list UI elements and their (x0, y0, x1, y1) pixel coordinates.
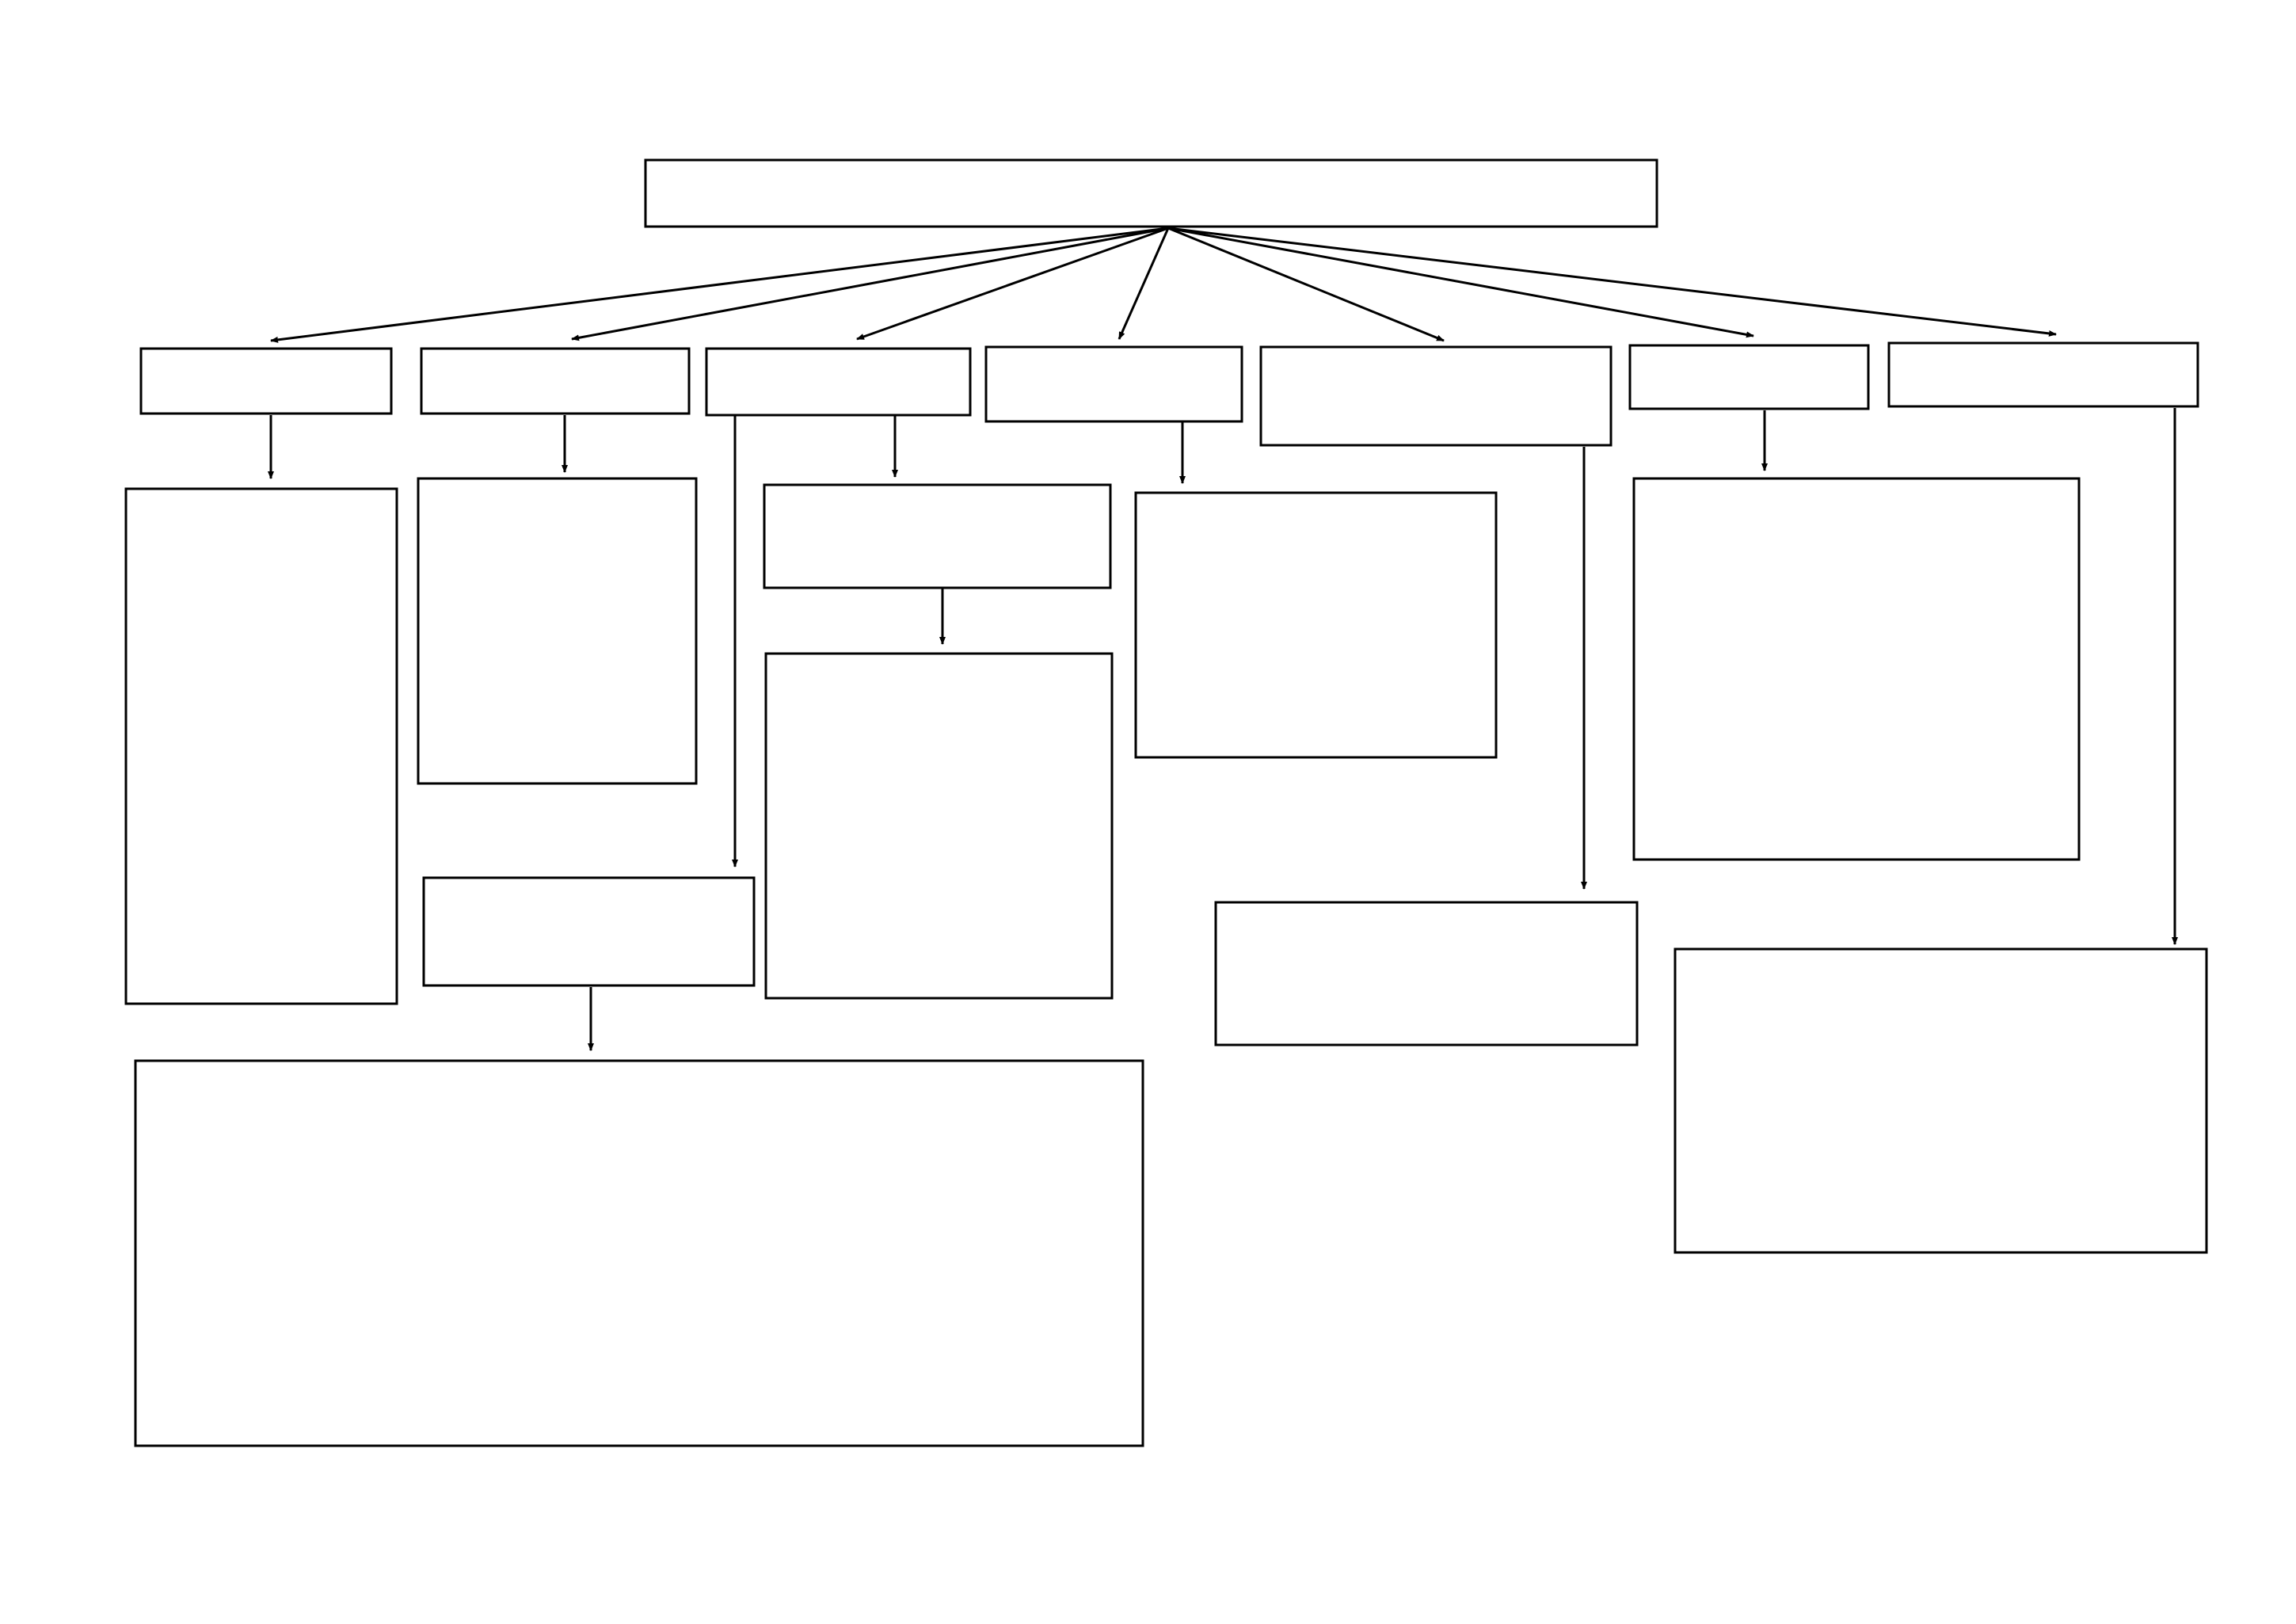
box-frame-level1-b (420, 347, 691, 415)
box-level1-g (1887, 341, 2199, 408)
box-frame-level1-a (139, 347, 393, 415)
box-detail-c1 (422, 876, 756, 987)
box-level1-c (705, 347, 972, 417)
box-detail-c3-sub (764, 652, 1114, 1000)
box-detail-d (1134, 491, 1498, 759)
box-level1-e (1259, 345, 1613, 447)
box-frame-detail-c1 (422, 876, 756, 987)
box-frame-detail-a (124, 487, 398, 1005)
box-frame-detail-c2-sub (134, 1059, 1144, 1447)
box-frame-root (644, 158, 1658, 228)
box-detail-f (1632, 477, 2081, 861)
arrow-root-to-level1-g (1167, 227, 2057, 337)
box-detail-c2-sub (134, 1059, 1144, 1447)
box-root (644, 158, 1658, 228)
box-detail-a (124, 487, 398, 1005)
arrow-root-to-level1-d (1118, 227, 1170, 340)
box-frame-level1-f (1628, 344, 1870, 410)
box-frame-level1-g (1887, 341, 2199, 408)
box-frame-level1-d (984, 345, 1243, 423)
arrow-root-to-level1-a (270, 227, 1169, 343)
box-level1-f (1628, 344, 1870, 410)
box-detail-e (1214, 901, 1639, 1046)
box-level1-a (139, 347, 393, 415)
arrow-root-to-level1-f (1167, 227, 1754, 338)
arrow-root-to-level1-e (1167, 227, 1445, 342)
box-frame-detail-f (1632, 477, 2081, 861)
box-frame-detail-b (417, 477, 698, 785)
box-detail-c3 (763, 483, 1112, 589)
box-level1-d (984, 345, 1243, 423)
box-level1-b (420, 347, 691, 415)
box-frame-level1-e (1259, 345, 1613, 447)
box-detail-g (1673, 947, 2208, 1254)
box-frame-level1-c (705, 347, 972, 417)
box-frame-detail-e (1214, 901, 1639, 1046)
arrow-root-to-level1-c (856, 227, 1169, 341)
box-frame-detail-d (1134, 491, 1498, 759)
box-frame-detail-c3-sub (764, 652, 1114, 1000)
box-frame-detail-c3 (763, 483, 1112, 589)
box-detail-b (417, 477, 698, 785)
box-layer (124, 158, 2208, 1447)
connector-layer (268, 227, 2178, 1051)
arrow-root-to-level1-b (571, 227, 1169, 341)
box-frame-detail-g (1673, 947, 2208, 1254)
